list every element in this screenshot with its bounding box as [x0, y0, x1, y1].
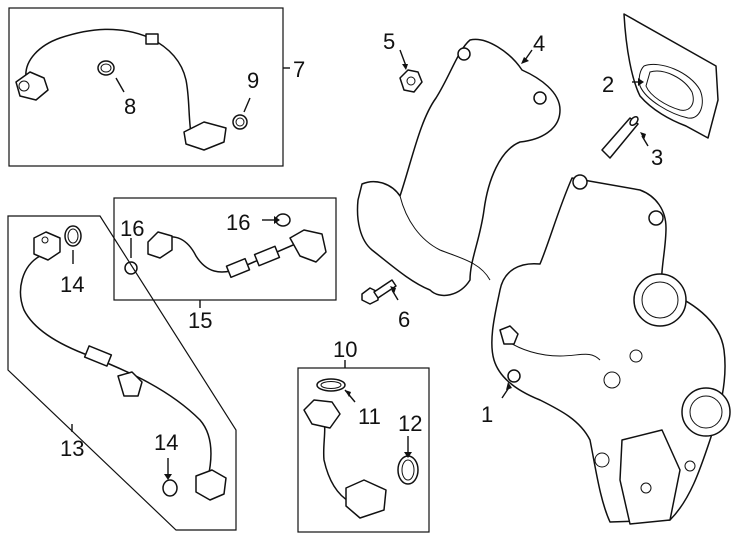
o-ring-8	[97, 60, 115, 76]
nut-5	[399, 49, 423, 93]
o-ring-9	[232, 114, 248, 130]
box-group-10	[297, 360, 430, 533]
callout-1: 1	[481, 402, 493, 427]
hose-fitting-left	[147, 231, 173, 259]
line-clip	[145, 33, 159, 45]
heat-shield	[356, 38, 561, 297]
callout-5: 5	[383, 29, 395, 54]
box-group-15	[113, 197, 337, 308]
callout-15: 15	[188, 308, 212, 333]
return-flange-top	[33, 231, 61, 261]
coolant-pipe-flange-top	[303, 399, 341, 429]
group-box-10	[297, 367, 430, 533]
gasket-2	[623, 13, 719, 139]
callout-16-right: 16	[226, 210, 250, 235]
stud	[601, 117, 639, 159]
callout-14-bottom: 14	[154, 430, 178, 455]
bolt-shank	[373, 279, 397, 299]
callout-4: 4	[533, 31, 545, 56]
o-ring-14-bottom	[162, 479, 178, 497]
callout-12: 12	[398, 411, 422, 436]
group-box-15	[113, 197, 337, 301]
oil-line-end-fitting	[183, 121, 227, 151]
stud-3	[601, 115, 649, 159]
callout-8: 8	[124, 94, 136, 119]
callout-13: 13	[60, 436, 84, 461]
callout-9: 9	[247, 68, 259, 93]
return-flange-bottom	[195, 469, 227, 501]
hose-sleeve-2	[253, 245, 281, 267]
box-group-7	[8, 7, 290, 167]
bolt-6	[361, 279, 399, 305]
nut	[399, 69, 423, 93]
callout-3: 3	[651, 145, 663, 170]
return-pipe-clip	[83, 345, 113, 367]
o-ring-16-left	[124, 261, 138, 275]
coolant-pipe-flange-bottom	[345, 479, 387, 519]
callout-7: 7	[293, 57, 305, 82]
callout-16-left: 16	[120, 216, 144, 241]
group-box-13	[7, 215, 237, 531]
oil-feed-line	[25, 28, 193, 141]
hose-fitting-right	[289, 229, 327, 263]
callout-6: 6	[398, 307, 410, 332]
gasket-plate	[623, 13, 719, 139]
callout-14-top: 14	[60, 272, 84, 297]
oil-return-pipe	[19, 255, 212, 479]
hose-sleeve-1	[225, 257, 251, 279]
compressor-outlet	[681, 387, 731, 437]
box-group-13	[7, 215, 237, 531]
return-pipe-bracket	[117, 371, 143, 397]
callout-10: 10	[333, 337, 357, 362]
oil-line-fitting	[15, 71, 49, 101]
wastegate-actuator	[619, 429, 681, 525]
callout-2: 2	[602, 72, 614, 97]
heat-shield-part	[356, 38, 561, 297]
group-box-7	[8, 7, 284, 167]
turbocharger	[491, 174, 731, 525]
callout-11: 11	[358, 404, 381, 429]
